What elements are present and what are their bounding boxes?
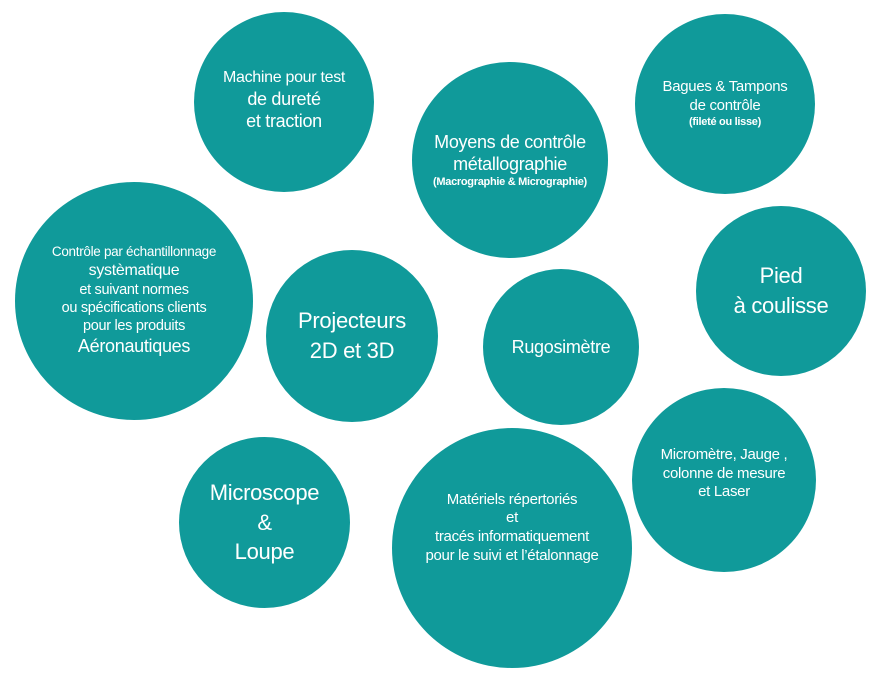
bubble-text: Machine pour test	[222, 68, 346, 86]
bubble-text: de contrôle	[689, 97, 761, 115]
bubble-text: Rugosimètre	[511, 336, 611, 357]
bubble-text: Moyens de contrôle	[434, 131, 586, 152]
bubble-micrometer: Micromètre, Jauge , colonne de mesure et…	[632, 388, 816, 572]
bubble-text: Contrôle par échantillonnage	[51, 244, 217, 260]
bubble-text: et Laser	[698, 483, 750, 501]
bubble-text: pour le suivi et l’étalonnage	[425, 546, 599, 564]
bubble-text: Bagues & Tampons	[662, 78, 788, 96]
bubble-text: métallographie	[453, 154, 567, 175]
bubble-text: et	[506, 509, 518, 527]
bubble-roughness-tester: Rugosimètre	[483, 269, 639, 425]
bubble-caliper: Pied à coulisse	[696, 206, 866, 376]
bubble-text: (Macrographie & Micrographie)	[433, 175, 587, 188]
bubble-text: Aéronautiques	[77, 336, 191, 357]
bubble-text: et traction	[246, 111, 322, 131]
bubble-hardness-machine: Machine pour test de dureté et traction	[194, 12, 374, 192]
bubble-metallography: Moyens de contrôle métallographie (Macro…	[412, 62, 608, 258]
bubble-text: (fileté ou lisse)	[689, 115, 761, 128]
bubble-text: systèmatique	[88, 262, 180, 279]
bubble-text: à coulisse	[733, 293, 829, 318]
bubble-sampling-control: Contrôle par échantillonnage systèmatiqu…	[15, 182, 253, 420]
bubble-text: Microscope	[209, 479, 320, 505]
bubble-rings-plugs: Bagues & Tampons de contrôle (fileté ou …	[635, 14, 815, 194]
bubble-text: 2D et 3D	[309, 338, 395, 363]
bubble-text: Matériels répertoriés	[446, 490, 578, 508]
bubble-text: ou spécifications clients	[61, 300, 207, 317]
bubble-text: pour les produits	[82, 318, 186, 335]
bubble-materials-tracking: Matériels répertoriés et tracés informat…	[392, 428, 632, 668]
bubble-microscope: Microscope & Loupe	[179, 437, 350, 608]
bubble-text: tracés informatiquement	[434, 528, 589, 545]
bubble-text: Micromètre, Jauge ,	[660, 445, 788, 463]
bubble-text: et suivant normes	[79, 282, 189, 298]
bubble-text: colonne de mesure	[662, 464, 786, 482]
bubble-text: Pied	[759, 263, 803, 289]
bubble-projectors: Projecteurs 2D et 3D	[266, 250, 438, 422]
bubble-text: &	[257, 509, 272, 535]
bubble-text: Loupe	[234, 539, 295, 565]
bubble-text: de dureté	[247, 88, 321, 109]
bubble-text: Projecteurs	[298, 308, 406, 334]
